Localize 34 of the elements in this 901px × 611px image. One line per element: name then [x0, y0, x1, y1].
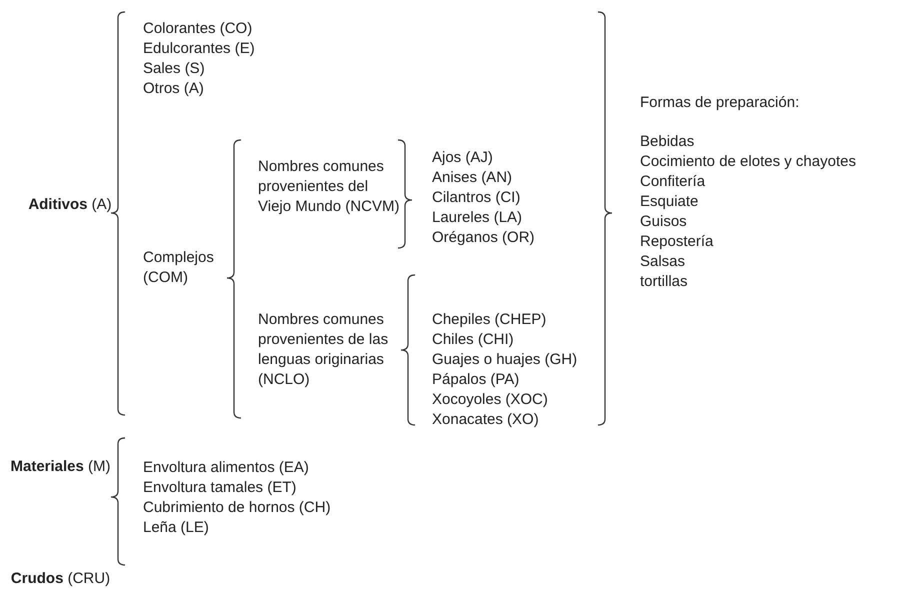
item-label: Sales (S): [143, 59, 206, 79]
item-label: Colorantes (CO): [143, 19, 254, 39]
item-label: Pápalos (PA): [432, 370, 520, 390]
item-label: Leña (LE): [143, 518, 210, 538]
item-label: Bebidas: [640, 132, 696, 152]
item-label: Ajos (AJ): [432, 148, 494, 168]
item-label: Envoltura tamales (ET): [143, 478, 298, 498]
item-label: Otros (A): [143, 79, 205, 99]
item-label: Confitería: [640, 172, 706, 192]
category-label: Nombres comunes provenientes de las lenguas originarias (NCLO): [258, 310, 390, 390]
category-label: Materiales (M): [9, 457, 112, 477]
item-label: Cubrimiento de hornos (CH): [143, 498, 332, 518]
item-label: Salsas: [640, 252, 686, 272]
item-label: Chepiles (CHEP): [432, 310, 548, 330]
item-label: Guajes o huajes (GH): [432, 350, 578, 370]
item-label: Esquiate: [640, 192, 700, 212]
heading: Formas de preparación:: [640, 93, 800, 113]
item-label: Xonacates (XO): [432, 410, 540, 430]
item-label: Chiles (CHI): [432, 330, 515, 350]
item-label: Edulcorantes (E): [143, 39, 256, 59]
category-label: Nombres comunes provenientes del Viejo Mundo (NCVM): [258, 157, 400, 217]
item-label: Oréganos (OR): [432, 228, 536, 248]
category-label: Aditivos (A): [27, 195, 113, 215]
item-label: tortillas: [640, 272, 689, 292]
item-label: Xocoyoles (XOC): [432, 390, 549, 410]
item-label: Cilantros (CI): [432, 188, 522, 208]
item-label: Guisos: [640, 212, 688, 232]
item-label: Anises (AN): [432, 168, 514, 188]
item-label: Cocimiento de elotes y chayotes: [640, 152, 857, 172]
item-label: Envoltura alimentos (EA): [143, 458, 310, 478]
item-label: Repostería: [640, 232, 714, 252]
item-label: Laureles (LA): [432, 208, 524, 228]
category-label: Crudos (CRU): [10, 569, 112, 589]
category-label: Complejos (COM): [143, 248, 215, 288]
